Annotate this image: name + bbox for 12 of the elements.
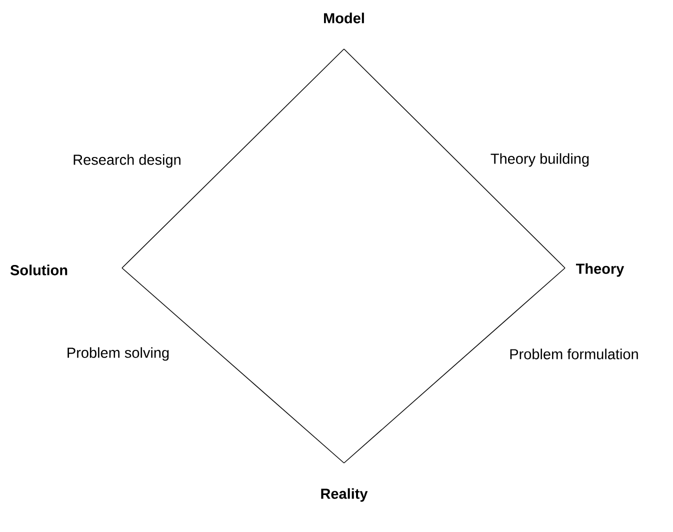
diamond-side [344,48,566,268]
diamond-side [122,48,344,268]
corner-label: Reality [321,488,368,502]
edge-label: Problem formulation [510,348,638,360]
diamond-side [344,268,566,464]
corner-label: Solution [10,264,68,276]
diamond-side [122,268,344,464]
corner-label: Theory [576,263,624,277]
edge-label: Theory building [490,153,589,167]
corner-label: Model [324,12,364,24]
edge-label: Problem solving [68,347,169,361]
edge-label: Research design [74,154,180,168]
